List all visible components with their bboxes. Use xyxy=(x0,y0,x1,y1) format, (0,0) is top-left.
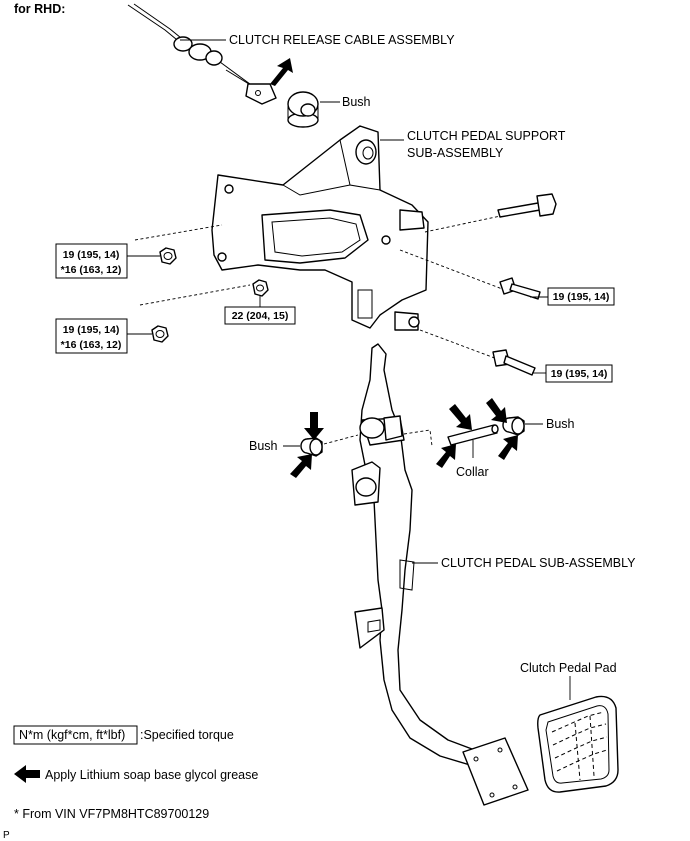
bush-left-part xyxy=(300,437,323,457)
grease-arrow-icon-bush-left-bottom xyxy=(290,454,312,478)
collar-part xyxy=(447,424,499,446)
grease-arrow-icon-bush-right-bottom xyxy=(498,435,518,460)
legend-grease-desc: Apply Lithium soap base glycol grease xyxy=(45,768,258,782)
grease-arrow-icon-cable xyxy=(270,58,293,86)
header-text: for RHD: xyxy=(14,2,65,16)
legend-torque-desc: :Specified torque xyxy=(140,728,234,742)
bolt-right-lower xyxy=(492,349,536,376)
torque-box-right-upper: 19 (195, 14) xyxy=(530,287,615,306)
label-bush-left: Bush xyxy=(249,439,278,453)
svg-text:19 (195, 14): 19 (195, 14) xyxy=(553,291,610,303)
clutch-release-cable xyxy=(127,3,277,105)
pedal-plate xyxy=(462,737,529,806)
svg-text:19 (195, 14): 19 (195, 14) xyxy=(63,324,120,336)
pedal-support-part xyxy=(211,125,429,331)
clutch-pedal-pad xyxy=(537,695,619,793)
torque-box-center: 22 (204, 15) xyxy=(224,296,296,325)
label-bush-right: Bush xyxy=(546,417,575,431)
legend-torque: N*m (kgf*cm, ft*lbf) :Specified torque xyxy=(13,725,234,745)
footnote-vin: * From VIN VF7PM8HTC89700129 xyxy=(14,807,209,821)
clutch-pedal-arm xyxy=(351,343,481,766)
label-clutch-pedal-pad: Clutch Pedal Pad xyxy=(520,661,617,675)
svg-text:19 (195, 14): 19 (195, 14) xyxy=(551,368,608,380)
grease-arrow-icon-collar-top xyxy=(449,404,472,430)
legend-grease: Apply Lithium soap base glycol grease xyxy=(14,765,258,783)
svg-text:22 (204, 15): 22 (204, 15) xyxy=(232,310,289,322)
grease-arrow-icon-bush-right-top xyxy=(486,398,507,423)
torque-box-left-upper: 19 (195, 14) *16 (163, 12) xyxy=(55,243,160,279)
label-bush-top: Bush xyxy=(342,95,371,109)
black-arrow-icon xyxy=(14,765,40,783)
grease-arrow-icon-bush-left-top xyxy=(304,412,324,440)
label-support-line1: CLUTCH PEDAL SUPPORT xyxy=(407,129,566,143)
nut-left-upper xyxy=(159,247,177,265)
label-clutch-pedal: CLUTCH PEDAL SUB-ASSEMBLY xyxy=(441,556,636,570)
torque-box-right-lower: 19 (195, 14) xyxy=(532,364,613,383)
label-clutch-release-cable: CLUTCH RELEASE CABLE ASSEMBLY xyxy=(229,33,455,47)
legend-torque-box-text: N*m (kgf*cm, ft*lbf) xyxy=(19,728,125,742)
nut-center xyxy=(252,279,269,297)
torque-box-left-lower: 19 (195, 14) *16 (163, 12) xyxy=(55,318,152,354)
bolt-right-top xyxy=(497,193,557,218)
corner-mark: P xyxy=(3,830,10,841)
svg-text:19 (195, 14): 19 (195, 14) xyxy=(63,249,120,261)
label-support-line2: SUB-ASSEMBLY xyxy=(407,146,504,160)
grease-arrow-icon-collar-bottom xyxy=(436,444,456,468)
bolt-right-middle xyxy=(499,277,541,300)
nut-left-lower xyxy=(151,325,169,343)
svg-text:*16 (163, 12): *16 (163, 12) xyxy=(61,264,122,276)
bush-top-part xyxy=(287,91,319,128)
label-collar: Collar xyxy=(456,465,489,479)
svg-text:*16 (163, 12): *16 (163, 12) xyxy=(61,339,122,351)
